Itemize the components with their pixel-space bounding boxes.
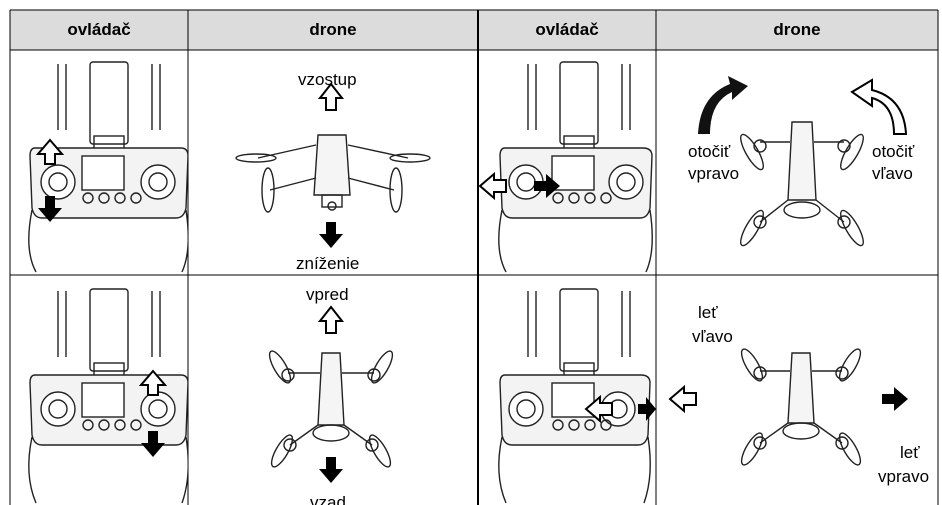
arrow-right-icon xyxy=(638,397,656,421)
arrow-up-icon xyxy=(35,138,65,165)
header-drone-1: drone xyxy=(188,10,478,50)
curved-arrow-icon xyxy=(850,78,908,135)
arrow-down-icon xyxy=(38,196,62,222)
label-turn-right-1: otočiť xyxy=(688,142,731,161)
label-backward: vzad xyxy=(310,493,346,505)
label-fly-right-1: leť xyxy=(900,443,920,462)
label-fly-left-1: leť xyxy=(698,303,718,322)
label-ascend: vzostup xyxy=(298,70,357,89)
controller-pitch-cell xyxy=(10,275,188,505)
drone-icon xyxy=(235,134,431,213)
controller-roll-cell xyxy=(478,275,656,505)
label-fly-right-2: vpravo xyxy=(878,467,930,486)
label-turn-left-2: vľavo xyxy=(872,164,913,183)
remote-controller-icon xyxy=(498,61,653,273)
drone-icon xyxy=(740,348,862,466)
header-controller-1: ovládač xyxy=(10,10,188,50)
label-forward: vpred xyxy=(306,285,349,304)
arrow-right-icon xyxy=(534,174,560,198)
drone-vertical-cell: vzostup zníženie xyxy=(188,50,478,275)
label-fly-left-2: vľavo xyxy=(692,327,733,346)
arrow-up-icon xyxy=(138,369,168,396)
arrow-left-icon xyxy=(668,384,697,414)
arrow-left-icon xyxy=(584,394,613,424)
controller-throttle-cell xyxy=(10,50,188,275)
label-turn-right-2: vpravo xyxy=(688,164,740,183)
controller-yaw-cell xyxy=(478,50,656,275)
header-controller-2: ovládač xyxy=(478,10,656,50)
arrow-up-icon xyxy=(317,82,345,111)
arrow-up-icon xyxy=(317,305,345,334)
drone-icon xyxy=(740,121,864,247)
curved-arrow-icon xyxy=(698,76,748,134)
label-turn-left-1: otočiť xyxy=(872,142,915,161)
arrow-down-icon xyxy=(319,222,343,248)
arrow-left-icon xyxy=(478,171,507,201)
drone-roll-cell: leť vľavo leť vpravo xyxy=(656,275,938,505)
arrow-right-icon xyxy=(882,387,908,411)
remote-controller-icon xyxy=(498,288,651,504)
arrow-down-icon xyxy=(141,431,165,457)
drone-pitch-cell: vpred vzad xyxy=(188,275,478,505)
drone-icon xyxy=(268,350,394,468)
label-descend: zníženie xyxy=(296,254,360,273)
header-drone-2: drone xyxy=(656,10,938,50)
arrow-down-icon xyxy=(319,457,343,483)
remote-controller-icon xyxy=(28,61,188,273)
drone-rotate-cell: otočiť vpravo otočiť vľavo xyxy=(656,50,938,275)
